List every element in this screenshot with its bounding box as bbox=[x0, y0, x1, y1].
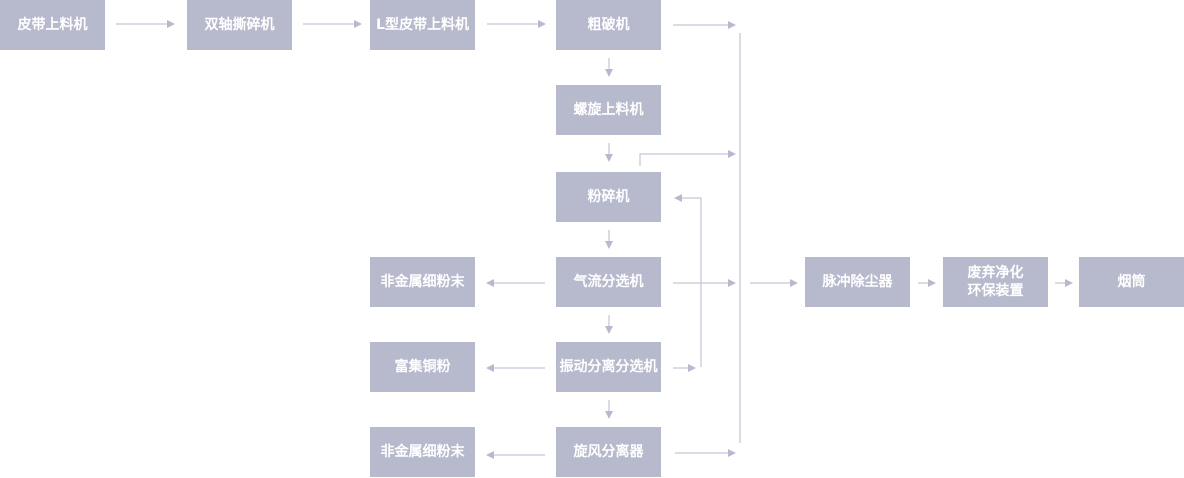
node-waste-purifier: 废弃净化 环保装置 bbox=[943, 257, 1048, 307]
node-twin-shaft-shredder: 双轴撕碎机 bbox=[187, 0, 292, 50]
node-nonmetal-powder-2: 非金属细粉末 bbox=[370, 427, 475, 477]
node-pulverizer: 粉碎机 bbox=[556, 172, 661, 222]
node-chimney: 烟筒 bbox=[1079, 257, 1184, 307]
arrow-pulverizer-to-bus bbox=[639, 150, 736, 166]
node-pulse-dust-collector: 脉冲除尘器 bbox=[805, 257, 910, 307]
node-nonmetal-powder-1: 非金属细粉末 bbox=[370, 257, 475, 307]
node-copper-powder: 富集铜粉 bbox=[370, 342, 475, 392]
node-screw-feeder: 螺旋上料机 bbox=[556, 85, 661, 135]
node-cyclone-separator: 旋风分离器 bbox=[556, 427, 661, 477]
node-vibration-separator: 振动分离分选机 bbox=[556, 342, 661, 392]
node-l-belt-feeder: L型皮带上料机 bbox=[370, 0, 475, 50]
arrow-feedback-to-pulverizer bbox=[674, 194, 702, 367]
node-belt-feeder: 皮带上料机 bbox=[0, 0, 105, 50]
node-coarse-crusher: 粗破机 bbox=[556, 0, 661, 50]
node-air-separator: 气流分选机 bbox=[556, 257, 661, 307]
